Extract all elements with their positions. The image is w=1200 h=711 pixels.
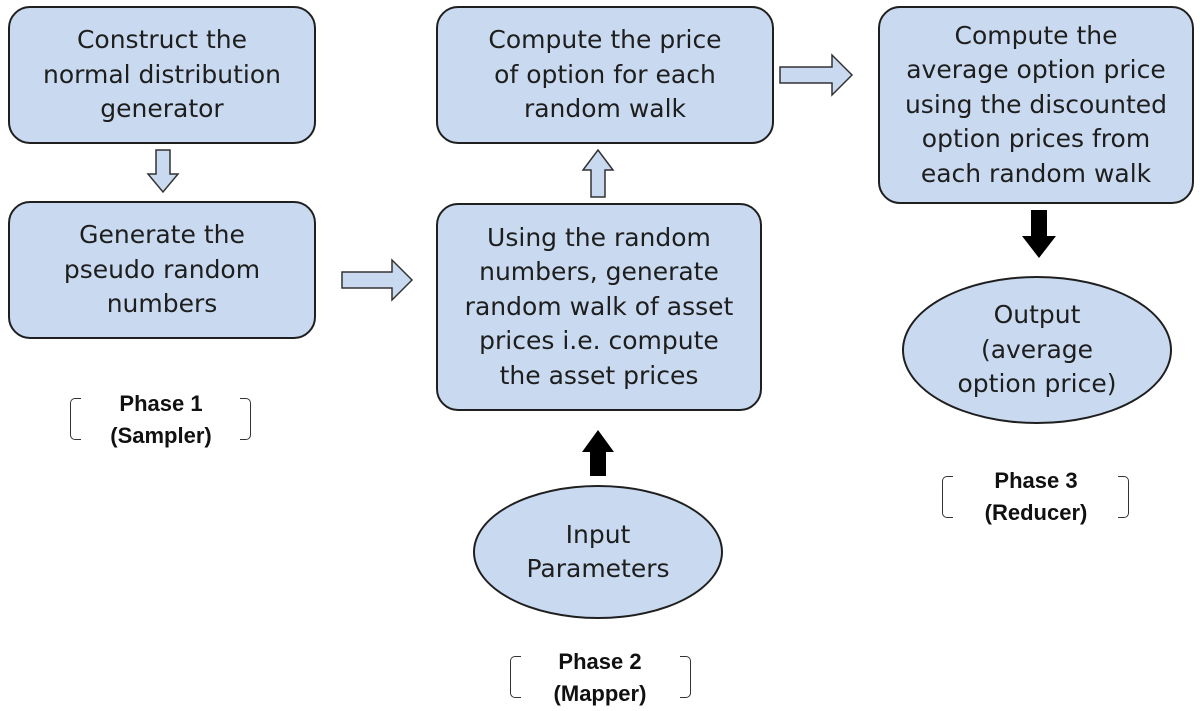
phase2-label-name: Phase 2: [558, 649, 642, 674]
ellipse-input-parameters-text: Input Parameters: [526, 519, 670, 584]
phase1-bracket-left: [70, 398, 81, 440]
phase2-bracket-right: [680, 656, 691, 698]
phase2-label-role: (Mapper): [553, 680, 647, 706]
arrow-random-walk-to-compute-price: [581, 148, 615, 198]
phase2-label: Phase 2 (Mapper): [526, 646, 674, 710]
phase3-bracket-right: [1118, 476, 1129, 518]
phase3-label: Phase 3 (Reducer): [958, 465, 1114, 529]
ellipse-output-text: Output (average option price): [957, 300, 1117, 399]
box-average-option-price: Compute the average option price using t…: [878, 6, 1194, 204]
ellipse-input-parameters: Input Parameters: [473, 485, 723, 619]
phase1-bracket-right: [240, 398, 251, 440]
box-generate-random-numbers: Generate the pseudo random numbers: [8, 201, 316, 339]
phase1-label: Phase 1 (Sampler): [88, 388, 234, 452]
arrow-construct-to-generate: [146, 149, 180, 194]
box-construct-generator: Construct the normal distribution genera…: [8, 6, 316, 144]
phase1-label-role: (Sampler): [110, 422, 212, 448]
arrow-generate-to-random-walk: [341, 258, 414, 302]
phase3-bracket-left: [942, 476, 953, 518]
phase3-label-name: Phase 3: [994, 468, 1078, 493]
box-construct-generator-text: Construct the normal distribution genera…: [42, 25, 281, 124]
box-compute-option-price-text: Compute the price of option for each ran…: [488, 25, 722, 124]
arrow-input-to-random-walk: [582, 430, 614, 476]
box-random-walk-asset-prices-text: Using the random numbers, generate rando…: [464, 222, 734, 390]
phase2-bracket-left: [510, 656, 521, 698]
phase1-label-name: Phase 1: [119, 391, 203, 416]
box-generate-random-numbers-text: Generate the pseudo random numbers: [63, 220, 261, 319]
box-random-walk-asset-prices: Using the random numbers, generate rando…: [436, 203, 762, 411]
box-average-option-price-text: Compute the average option price using t…: [904, 20, 1168, 188]
arrow-average-to-output: [1022, 210, 1056, 258]
phase3-label-role: (Reducer): [984, 499, 1088, 525]
ellipse-output: Output (average option price): [902, 276, 1172, 424]
arrow-compute-price-to-average: [779, 53, 854, 97]
box-compute-option-price: Compute the price of option for each ran…: [436, 6, 774, 144]
